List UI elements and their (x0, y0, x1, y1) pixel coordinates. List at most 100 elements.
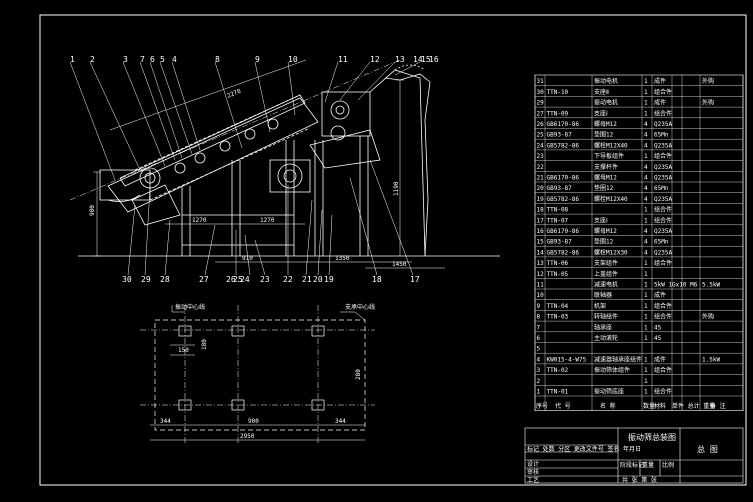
bom-cell-mat: 65Mn (654, 239, 669, 246)
bom-cell-qty: 1 (644, 378, 648, 385)
bom-cell-mat: 5kW 1Gx10 M6 (654, 282, 698, 289)
bom-cell-qty: 1 (644, 314, 648, 321)
bom-cell-code: GB6170-86 (547, 175, 580, 182)
bom-cell-mat: Q235A (654, 228, 672, 235)
bom-cell-name: 螺母M12 (594, 174, 617, 182)
bom-cell-no: 11 (537, 282, 545, 289)
bom-cell-name: 振动筛体组件 (594, 366, 630, 374)
bom-cell-mat: 组合件 (654, 388, 672, 396)
bom-cell-qty: 4 (644, 142, 648, 149)
callout-label: 2 (90, 55, 95, 64)
bom-cell-qty: 1 (644, 303, 648, 310)
bom-cell-code: TTN-05 (547, 271, 569, 278)
title-sheet: 总 图 (697, 444, 718, 454)
bom-cell-no: 6 (537, 335, 541, 342)
callout-label: 27 (199, 275, 209, 284)
bom-cell-mat: 组合件 (654, 152, 672, 160)
plan-dim-total: 2950 (240, 433, 255, 440)
plan-dim-inner: 180 (201, 339, 208, 350)
bom-cell-name: 上盖组件 (594, 270, 618, 278)
bom-cell-no: 29 (537, 100, 545, 107)
bom-cell-code: GB93-87 (547, 185, 573, 192)
plan-dim-left: 344 (160, 418, 171, 425)
callout-label: 6 (150, 55, 155, 64)
dim-right-bottom: 1450 (392, 261, 407, 268)
bom-row: 5 (537, 346, 541, 353)
callout-label: 16 (429, 55, 439, 64)
bom-cell-qty: 1 (644, 271, 648, 278)
bom-cell-qty: 1 (644, 389, 648, 396)
dimension-texts: 2270 900 1270 1270 910 1350 1190 1450 (89, 88, 407, 268)
bom-cell-no: 21 (537, 175, 545, 182)
callout-label: 23 (260, 275, 270, 284)
bom-cell-name: 螺母M12 (594, 227, 617, 235)
bom-cell-name: 支座Ⅱ (594, 88, 609, 96)
bom-cell-name: 振动筛底座 (594, 388, 624, 396)
bom-cell-no: 15 (537, 239, 545, 246)
callout-leaders-top (69, 61, 421, 181)
bom-header-weight: 单件 总计 重量 (672, 402, 715, 410)
dim-left-height: 900 (89, 205, 96, 216)
bom-cell-qty: 1 (644, 292, 648, 299)
title-block-text: 振动筛总装图 总 图 标记 处数 分区 更改文件号 签名 年月日 设计 审核 工… (527, 432, 718, 484)
bom-cell-code: TTN-10 (547, 89, 569, 96)
title-scale: 比例 (662, 461, 674, 469)
bom-cell-mat: 组合件 (654, 302, 672, 310)
bom-cell-mat: 45 (654, 335, 662, 342)
callout-label: 4 (172, 55, 177, 64)
bom-cell-name: 机架 (594, 302, 606, 310)
dim-mid-a: 1270 (192, 217, 207, 224)
callout-label: 7 (140, 55, 145, 64)
callout-label: 22 (283, 275, 293, 284)
bom-cell-code: GB6170-86 (547, 121, 580, 128)
bom-cell-no: 7 (537, 324, 541, 331)
bom-cell-mat: Q235A (654, 142, 672, 149)
bom-cell-code: GB5782-86 (547, 196, 580, 203)
drawing-frame (39, 14, 747, 486)
bom-cell-qty: 1 (644, 110, 648, 117)
bom-cell-name: 下导板组件 (594, 152, 624, 160)
bom-cell-mat: Q235A (654, 121, 672, 128)
bom-cell-qty: 4 (644, 228, 648, 235)
bom-cell-no: 1 (537, 389, 541, 396)
bom-cell-name: 螺栓M12X40 (594, 141, 628, 149)
bom-header-mat: 材料 (654, 402, 666, 410)
title-weight: 重量 (642, 461, 654, 469)
bom-cell-qty: 1 (644, 324, 648, 331)
bom-cell-note: 5.5kW (702, 282, 720, 289)
bom-cell-code: GB5782-86 (547, 142, 580, 149)
bom-cell-mat: 组合件 (654, 109, 672, 117)
callout-label: 20 (313, 275, 323, 284)
bom-cell-mat: 组合件 (654, 313, 672, 321)
callout-label: 1 (70, 55, 75, 64)
callout-label: 24 (240, 275, 250, 284)
callout-label: 9 (255, 55, 260, 64)
bom-cell-note: 外购 (702, 77, 714, 85)
title-row3: 审核 (527, 468, 539, 476)
bom-cell-name: 螺栓M12X30 (594, 248, 628, 256)
bom-cell-no: 9 (537, 303, 541, 310)
dim-bottom-b: 1350 (335, 255, 350, 262)
bom-cell-qty: 4 (644, 132, 648, 139)
bom-cell-code: TTN-02 (547, 367, 569, 374)
callout-label: 21 (302, 275, 312, 284)
